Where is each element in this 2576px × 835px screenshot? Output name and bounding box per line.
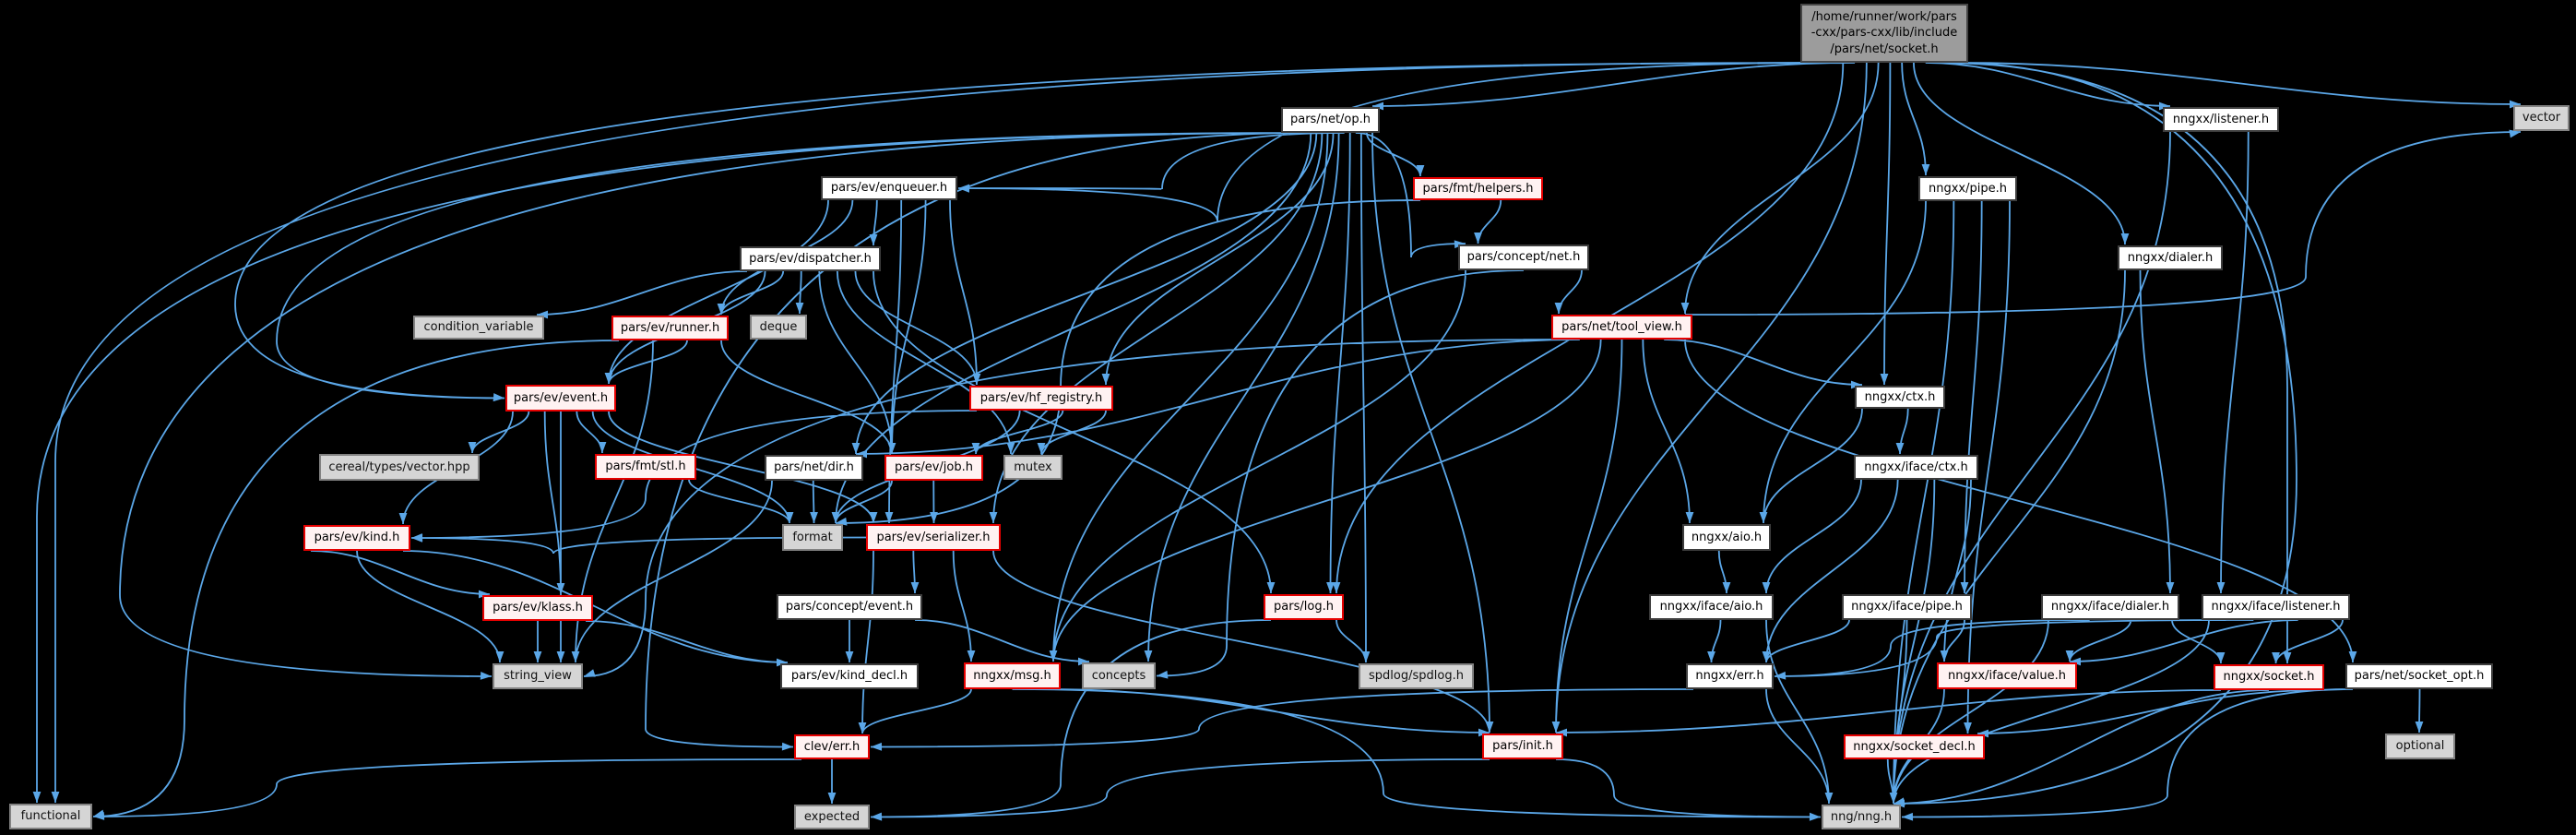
graph-node-nngxx_pipe[interactable]: nngxx/pipe.h <box>1918 176 2017 201</box>
graph-node-clev_err[interactable]: clev/err.h <box>794 734 870 759</box>
graph-node-iface_listener[interactable]: nngxx/iface/listener.h <box>2202 594 2350 620</box>
graph-node-cereal[interactable]: cereal/types/vector.hpp <box>319 454 480 481</box>
graph-node-runner[interactable]: pars/ev/runner.h <box>611 316 729 340</box>
graph-node-deque[interactable]: deque <box>750 315 807 340</box>
graph-node-op[interactable]: pars/net/op.h <box>1281 107 1380 133</box>
graph-node-iface_dialer[interactable]: nngxx/iface/dialer.h <box>2041 594 2179 620</box>
graph-node-enqueuer[interactable]: pars/ev/enqueuer.h <box>821 176 957 200</box>
graph-node-title[interactable]: /home/runner/work/pars -cxx/pars-cxx/lib… <box>1800 4 1968 63</box>
graph-node-err[interactable]: nngxx/err.h <box>1686 663 1774 689</box>
graph-node-concept_event[interactable]: pars/concept/event.h <box>777 594 922 620</box>
graph-node-hf_registry[interactable]: pars/ev/hf_registry.h <box>969 386 1113 411</box>
graph-node-nng[interactable]: nng/nng.h <box>1822 805 1901 829</box>
dependency-edges <box>36 62 2522 818</box>
graph-node-klass[interactable]: pars/ev/klass.h <box>482 595 593 621</box>
graph-node-dir[interactable]: pars/net/dir.h <box>765 455 863 481</box>
graph-node-vector[interactable]: vector <box>2513 105 2570 131</box>
graph-node-socket_decl[interactable]: nngxx/socket_decl.h <box>1844 734 1985 759</box>
graph-node-concept_net[interactable]: pars/concept/net.h <box>1458 245 1589 270</box>
graph-node-dispatcher[interactable]: pars/ev/dispatcher.h <box>740 246 881 271</box>
graph-node-functional[interactable]: functional <box>9 804 92 829</box>
graph-node-log[interactable]: pars/log.h <box>1264 594 1344 620</box>
graph-node-iface_pipe[interactable]: nngxx/iface/pipe.h <box>1842 594 1972 620</box>
graph-node-socket_opt[interactable]: pars/net/socket_opt.h <box>2345 663 2493 689</box>
graph-node-mutex[interactable]: mutex <box>1003 455 1062 480</box>
graph-node-init[interactable]: pars/init.h <box>1482 734 1563 759</box>
graph-node-optional[interactable]: optional <box>2385 734 2455 759</box>
graph-node-nngxx_dialer[interactable]: nngxx/dialer.h <box>2118 245 2223 270</box>
graph-node-iface_value[interactable]: nngxx/iface/value.h <box>1937 662 2077 689</box>
graph-node-event[interactable]: pars/ev/event.h <box>505 385 616 412</box>
graph-node-expected[interactable]: expected <box>794 805 870 829</box>
graph-node-spdlog[interactable]: spdlog/spdlog.h <box>1359 663 1474 689</box>
graph-node-nngxx_ctx[interactable]: nngxx/ctx.h <box>1855 386 1945 409</box>
graph-node-nngxx_socket[interactable]: nngxx/socket.h <box>2214 664 2324 690</box>
graph-node-condition_variable[interactable]: condition_variable <box>413 316 544 340</box>
graph-node-tool_view[interactable]: pars/net/tool_view.h <box>1551 315 1692 340</box>
graph-node-format[interactable]: format <box>782 524 843 551</box>
graph-node-job[interactable]: pars/ev/job.h <box>884 455 983 481</box>
graph-node-aio[interactable]: nngxx/aio.h <box>1682 524 1771 551</box>
graph-node-concepts[interactable]: concepts <box>1082 662 1156 689</box>
graph-node-nngxx_listener[interactable]: nngxx/listener.h <box>2163 107 2279 132</box>
graph-node-kind[interactable]: pars/ev/kind.h <box>303 525 410 551</box>
graph-node-serializer[interactable]: pars/ev/serializer.h <box>866 524 1001 551</box>
graph-node-fmt_helpers[interactable]: pars/fmt/helpers.h <box>1413 177 1543 200</box>
graph-node-stl[interactable]: pars/fmt/stl.h <box>595 454 696 480</box>
graph-node-kind_decl[interactable]: pars/ev/kind_decl.h <box>780 663 919 689</box>
graph-node-iface_ctx[interactable]: nngxx/iface/ctx.h <box>1854 455 1978 480</box>
graph-node-msg[interactable]: nngxx/msg.h <box>964 662 1061 689</box>
graph-node-iface_aio[interactable]: nngxx/iface/aio.h <box>1649 594 1774 620</box>
graph-node-string_view[interactable]: string_view <box>493 663 583 689</box>
